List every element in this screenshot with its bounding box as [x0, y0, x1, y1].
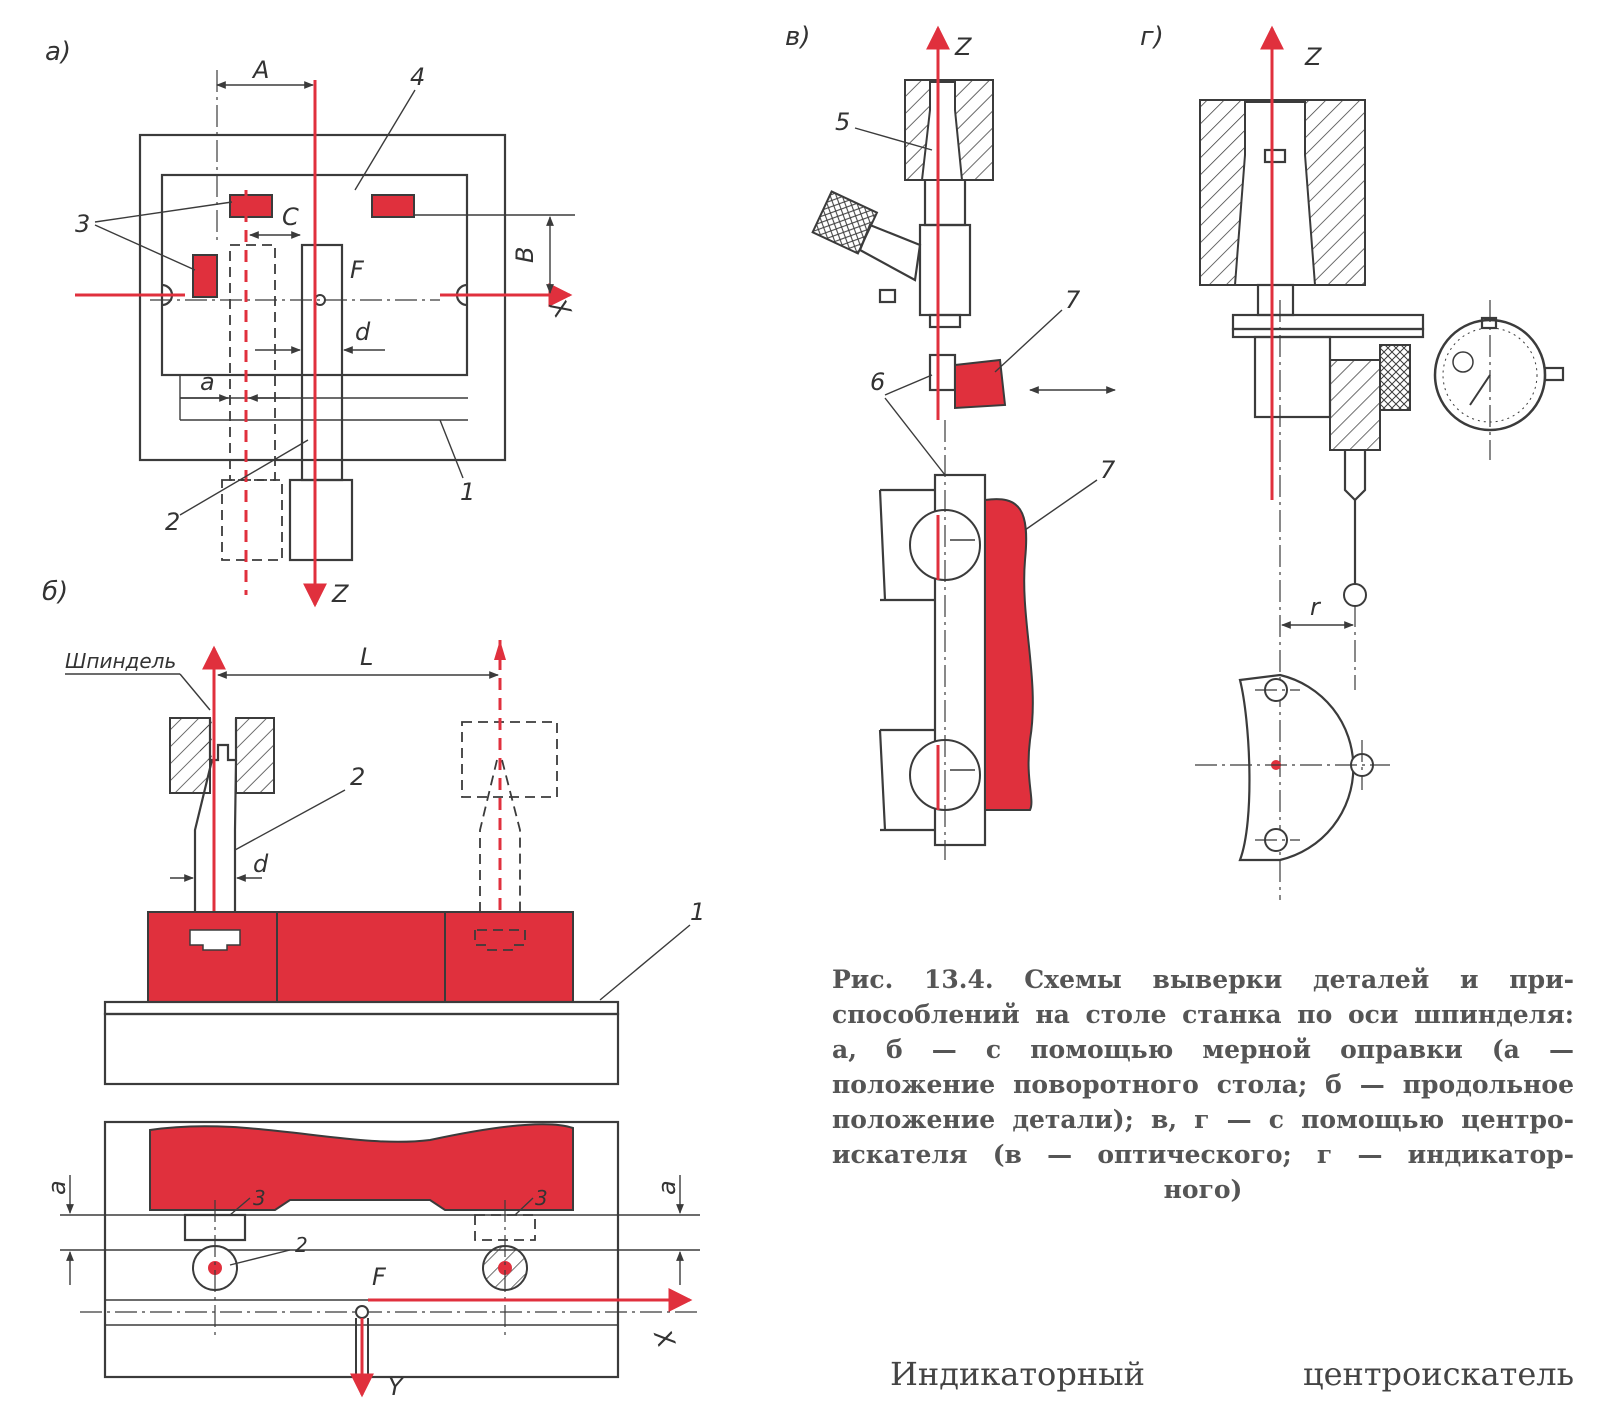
num-7-top: 7	[1065, 286, 1081, 314]
num-4: 4	[410, 63, 425, 91]
stop-block-left	[229, 194, 273, 218]
spindle-left-half	[169, 717, 211, 794]
section-heading: Индикаторный центроискатель	[890, 1355, 1574, 1393]
caption-line-5: положение детали); в, г — с помощью цент…	[832, 1105, 1574, 1134]
workpiece-7-edge	[954, 358, 1007, 410]
stop-block-side	[192, 254, 218, 298]
spindle-label: Шпиндель	[65, 649, 176, 673]
num-1-b: 1	[690, 898, 705, 926]
dim-d-b: d	[253, 850, 269, 878]
panel-label-g: г)	[1140, 22, 1164, 52]
num-1: 1	[460, 478, 475, 506]
num-2: 2	[165, 508, 180, 536]
eyepiece	[811, 190, 879, 255]
axis-label-X: X	[543, 293, 577, 323]
num-3-b-left: 3	[253, 1186, 266, 1210]
axis-label-Z: Z	[331, 580, 349, 608]
spindle-right-half	[235, 717, 275, 794]
indicator-arm	[1329, 359, 1381, 451]
label-F-b: F	[372, 1263, 387, 1291]
axis-label-Z-v: Z	[954, 33, 972, 61]
round-workpiece	[1238, 673, 1355, 862]
num-5: 5	[835, 108, 850, 136]
num-7-bottom: 7	[1100, 456, 1116, 484]
axis-label-Z-g: Z	[1304, 43, 1322, 71]
dim-a: a	[200, 368, 215, 396]
dim-a-right: a	[653, 1180, 681, 1195]
spindle-ghost-right	[461, 721, 558, 798]
num-3-b-right: 3	[535, 1186, 548, 1210]
num-3: 3	[75, 210, 90, 238]
panel-label-b: б)	[42, 577, 68, 607]
caption-line-3: а, б — с помощью мерной оправки (а —	[832, 1035, 1574, 1064]
num-2-b: 2	[350, 763, 365, 791]
workpiece	[147, 911, 574, 1003]
mandrel-ghost	[229, 244, 276, 481]
dim-a-left: a	[43, 1180, 71, 1195]
caption-line-2: способлений на столе станка по оси шпинд…	[832, 1000, 1574, 1029]
caption-line-1: Рис. 13.4. Схемы выверки деталей и при-	[832, 965, 1574, 994]
panel-b: б) Шпиндель L d 2 1	[42, 577, 705, 1401]
caption-line-7: ного)	[1163, 1175, 1243, 1204]
workpiece-7	[984, 498, 1034, 811]
dim-d: d	[355, 318, 371, 346]
machine-table-top	[103, 1000, 620, 1016]
dim-A: A	[251, 56, 269, 84]
machine-table	[103, 1012, 620, 1086]
panel-label-v: в)	[785, 22, 810, 52]
caption-line-6: искателя (в — оптического; г — индикатор…	[832, 1140, 1574, 1169]
label-F: F	[350, 256, 365, 284]
dim-C: C	[282, 203, 299, 231]
panel-label-a: а)	[45, 37, 71, 67]
dim-r: r	[1310, 593, 1322, 621]
panel-v: в) 5 7 6 7	[785, 22, 1116, 860]
heading-word-1: Индикаторный	[890, 1355, 1145, 1393]
panel-a: а) A C	[45, 37, 576, 608]
caption-line-4: положение поворотного стола; б — продоль…	[832, 1070, 1574, 1099]
optical-centerfinder-body	[918, 223, 972, 317]
figure-caption: Рис. 13.4. Схемы выверки деталей и при- …	[832, 962, 1574, 1207]
mandrel	[300, 243, 344, 482]
num-6: 6	[870, 368, 885, 396]
panel-g: г) Z r	[1140, 22, 1565, 900]
indicator-tip	[1343, 583, 1367, 607]
axis-label-Y-b: Y	[388, 1373, 405, 1401]
stop-block-right	[371, 194, 415, 218]
heading-word-2: центроискатель	[1302, 1355, 1574, 1393]
rotary-table-outline	[138, 133, 507, 462]
plate-6	[928, 353, 957, 392]
num-2-b-plan: 2	[295, 1233, 308, 1257]
point-F-b	[355, 1305, 369, 1319]
indicator-flange	[1231, 313, 1425, 331]
dim-B: B	[511, 247, 539, 263]
axis-label-X-b: X	[648, 1324, 681, 1351]
dim-L: L	[360, 643, 373, 671]
workpiece-plan	[149, 1123, 574, 1211]
